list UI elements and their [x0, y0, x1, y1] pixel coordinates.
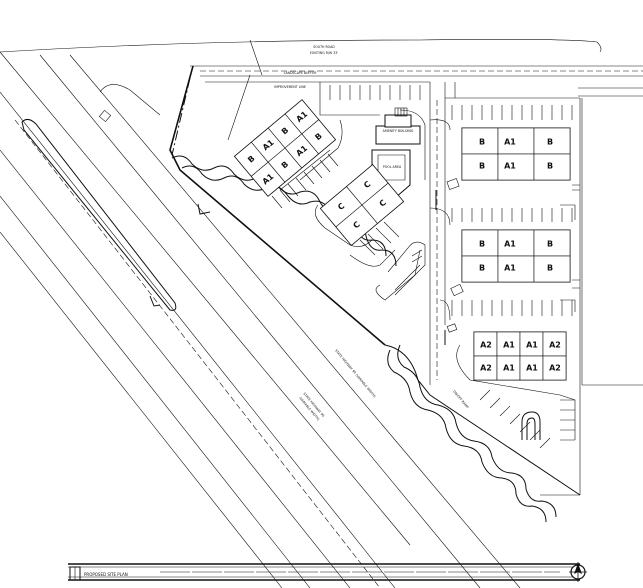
unit-label: A1 — [504, 162, 516, 171]
unit-label: A1 — [503, 364, 515, 373]
unit-label: C — [362, 179, 372, 190]
building-east-1: B A1 B B A1 B — [461, 127, 571, 181]
amenity-building: AMENITY BUILDING POOL AREA — [371, 107, 421, 199]
unit-label: A1 — [504, 138, 516, 147]
unit-label: B — [547, 240, 553, 249]
unit-label: A2 — [549, 341, 561, 350]
drawing-title: PROPOSED SITE PLAN — [84, 572, 128, 577]
unit-label: B — [547, 264, 553, 273]
amenity-label: AMENITY BUILDING — [383, 129, 414, 133]
unit-label: B — [547, 162, 553, 171]
unit-label: B — [479, 162, 485, 171]
north-road-label: SOUTH ROAD — [313, 45, 335, 49]
unit-label: A1 — [504, 264, 516, 273]
unit-label: B — [479, 264, 485, 273]
unit-label: B — [280, 126, 290, 137]
highway-text: STATE HIGHWAY 99 (VARIABLE WIDTH) — [334, 349, 377, 399]
unit-label: C — [352, 220, 362, 231]
north-road: SOUTH ROAD EXISTING R/W 33' LANDSCAPE BU… — [0, 39, 643, 97]
unit-label: A1 — [503, 341, 515, 350]
unit-label: B — [280, 160, 290, 171]
unit-label: A2 — [549, 364, 561, 373]
unit-label: B — [547, 138, 553, 147]
improvement-line-label: IMPROVEMENT LINE — [274, 85, 306, 89]
highway-row-label: STATE HIGHWAY 99 (VARIABLE WIDTH) — [334, 349, 377, 399]
north-row-label: EXISTING R/W 33' — [310, 51, 338, 55]
unit-label: A1 — [526, 364, 538, 373]
unit-label: B — [246, 154, 256, 165]
unit-label: B — [479, 240, 485, 249]
unit-label: C — [336, 201, 346, 212]
landscape-north-label: LANDSCAPE BUFFER — [284, 71, 317, 75]
pool-label: POOL AREA — [383, 165, 402, 169]
highway-name-text: STATE HIGHWAY 99 (VARIABLE WIDTH) — [298, 392, 325, 422]
north-arrow-icon — [569, 562, 587, 582]
building-east-3: A2 A1 A1 A2 A2 A1 A1 A2 — [473, 331, 567, 381]
unit-label: A1 — [504, 240, 516, 249]
parking-lots — [98, 82, 580, 449]
unit-label: C — [378, 198, 388, 209]
unit-label: A2 — [480, 341, 492, 350]
ramp-label: ON/OFF RAMP — [452, 390, 469, 410]
unit-label: A1 — [526, 341, 538, 350]
building-west: B A1 B A1 A1 B A1 B — [233, 99, 337, 197]
highway-lines — [0, 51, 521, 588]
building-east-2: B A1 B B A1 B — [461, 229, 571, 283]
unit-label: B — [479, 138, 485, 147]
title-block: PROPOSED SITE PLAN — [68, 563, 580, 581]
unit-label: B — [313, 131, 323, 142]
building-center: C C C C — [319, 164, 405, 246]
unit-label: A2 — [480, 364, 492, 373]
